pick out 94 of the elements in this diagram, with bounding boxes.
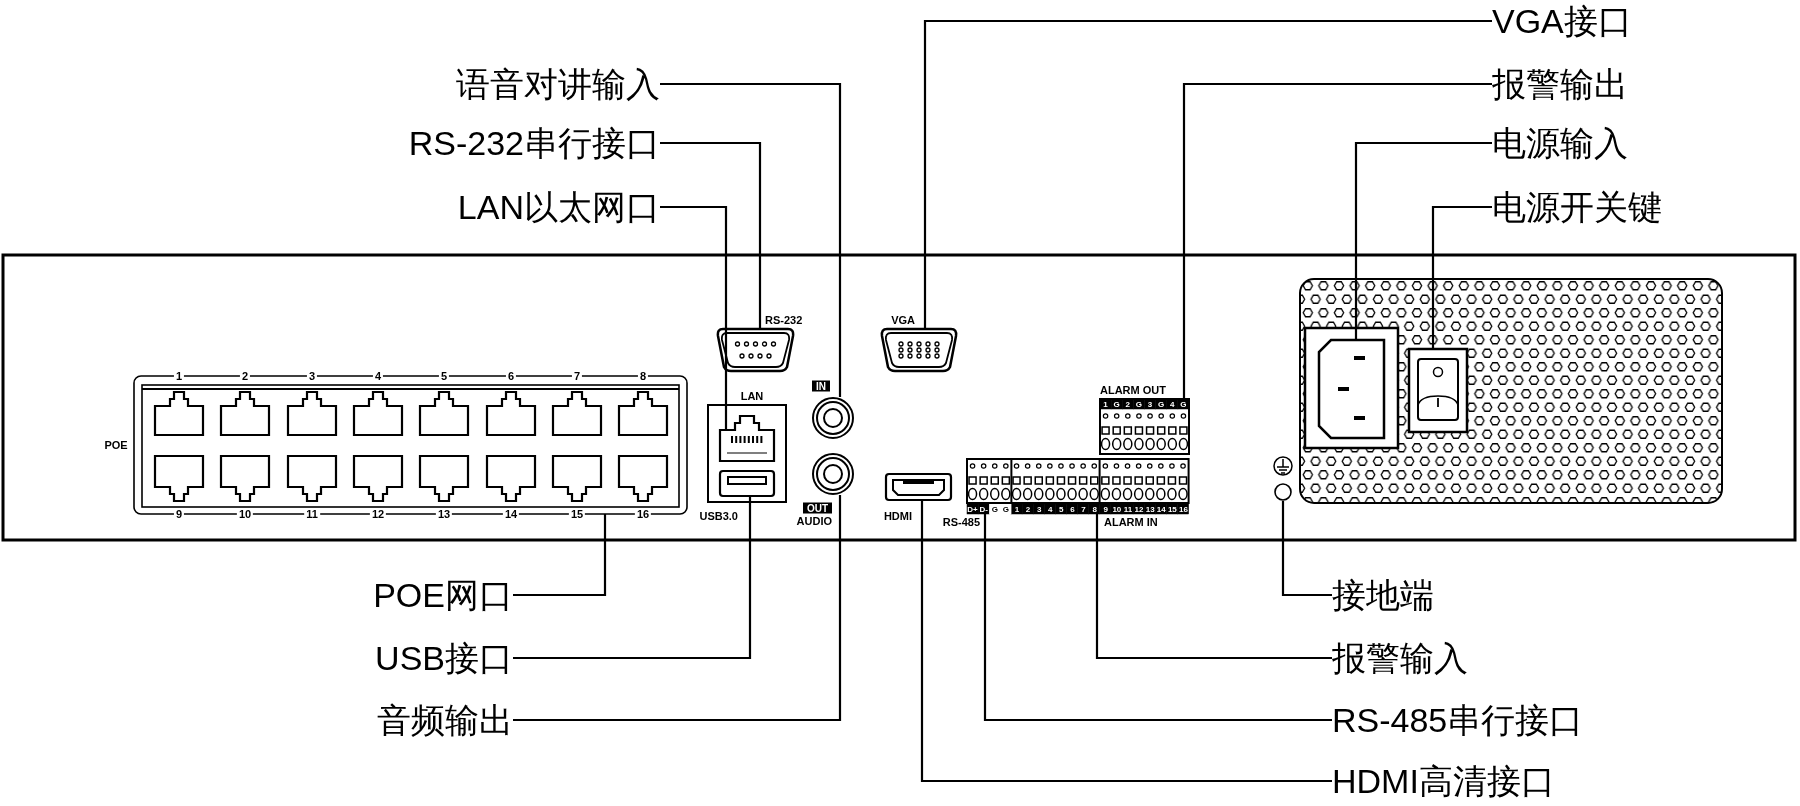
leader-line	[513, 514, 607, 597]
callout-label: 报警输出	[1492, 64, 1628, 104]
leader-line	[1431, 205, 1492, 349]
port-label: ALARM IN	[1104, 516, 1158, 528]
port-number: 1	[173, 370, 185, 382]
callout-label: 语音对讲输入	[456, 64, 660, 104]
pin-label: 2	[1125, 399, 1131, 409]
ground-terminal	[1274, 483, 1292, 501]
power-switch	[1409, 349, 1467, 432]
port-label: RS-485	[942, 516, 980, 528]
leader-line	[660, 141, 762, 329]
pin-label: 8	[1092, 504, 1097, 514]
port-number: 16	[634, 508, 652, 520]
pin-label: G	[991, 504, 998, 514]
pin-label: 7	[1081, 504, 1086, 514]
port-tag: IN	[812, 380, 830, 392]
pin-label: 15	[1167, 504, 1177, 514]
port-label: AUDIO	[796, 515, 832, 527]
callout-label: 报警输入	[1332, 638, 1468, 678]
port-tag: OUT	[802, 502, 832, 514]
pin-label: 3	[1036, 504, 1042, 514]
pin-label: 9	[1103, 504, 1108, 514]
leader-line	[660, 82, 842, 397]
pin-label: G	[1002, 504, 1009, 514]
vga-port	[881, 329, 957, 371]
pin-label: 4	[1170, 399, 1175, 409]
callout-label: 电源开关键	[1492, 187, 1662, 227]
port-number: 2	[239, 370, 251, 382]
callout-label: RS-232串行接口	[408, 123, 660, 163]
pin-label: 5	[1059, 504, 1064, 514]
pin-label: 1	[1014, 504, 1020, 514]
callout-label: POE网口	[373, 575, 513, 615]
port-number: 4	[372, 370, 384, 382]
pin-label: 14	[1156, 504, 1166, 514]
audio-jack	[812, 397, 854, 439]
callout-label: HDMI高清接口	[1332, 761, 1555, 801]
leader-line	[1095, 514, 1332, 660]
pin-label: 3	[1147, 399, 1153, 409]
port-number: 3	[306, 370, 318, 382]
pin-label: 10	[1112, 504, 1122, 514]
hdmi-port	[886, 474, 951, 500]
serial-port	[717, 329, 794, 371]
leader-line	[923, 19, 1492, 329]
port-number: 7	[571, 370, 583, 382]
callout-label: RS-485串行接口	[1332, 700, 1584, 740]
leader-line	[1281, 501, 1332, 597]
pin-label: 12	[1134, 504, 1144, 514]
callout-label: USB接口	[375, 638, 513, 678]
pin-label: G	[1180, 399, 1187, 409]
port-label: HDMI	[883, 510, 912, 522]
ethernet-port	[720, 416, 774, 461]
pin-label: D-	[979, 504, 988, 514]
port-number: 9	[173, 508, 185, 520]
port-number: 15	[568, 508, 586, 520]
pin-label: 2	[1025, 504, 1031, 514]
port-number: 6	[505, 370, 517, 382]
terminal-block	[1011, 459, 1189, 514]
port-number: 10	[236, 508, 254, 520]
pin-label: 1	[1103, 399, 1108, 409]
pin-label: G	[1158, 399, 1165, 409]
leader-line	[920, 500, 1332, 783]
port-number: 14	[502, 508, 520, 520]
pin-label: 11	[1123, 504, 1133, 514]
port-label: LAN	[740, 390, 764, 402]
callout-label: 接地端	[1332, 575, 1434, 615]
port-label: VGA	[891, 314, 915, 326]
pin-label: 4	[1048, 504, 1053, 514]
leader-line	[513, 495, 842, 722]
pin-label: D+	[967, 504, 978, 514]
leader-line	[1182, 82, 1492, 399]
leader-line	[513, 496, 752, 660]
leader-line	[1354, 141, 1492, 340]
port-number: 8	[637, 370, 649, 382]
port-number: 11	[304, 508, 320, 520]
pin-label: G	[1135, 399, 1143, 409]
callout-label: LAN以太网口	[457, 187, 660, 227]
pin-label: 6	[1070, 504, 1075, 514]
pin-label: 16	[1179, 504, 1188, 514]
callout-label: VGA接口	[1492, 1, 1632, 41]
port-label: RS-232	[765, 314, 803, 326]
callout-label: 电源输入	[1492, 123, 1628, 163]
port-number: 12	[369, 508, 387, 520]
audio-jack	[812, 453, 854, 495]
pin-label: 13	[1145, 504, 1155, 514]
pin-label: G	[1113, 399, 1120, 409]
terminal-block	[1100, 399, 1189, 454]
leader-line	[983, 514, 1332, 722]
port-label: USB3.0	[699, 510, 738, 522]
callout-label: 音频输出	[377, 700, 513, 740]
power-socket	[1319, 340, 1384, 438]
terminal-block	[967, 459, 1012, 514]
port-number: 13	[435, 508, 453, 520]
usb-port	[720, 471, 774, 496]
port-number: 5	[438, 370, 450, 382]
